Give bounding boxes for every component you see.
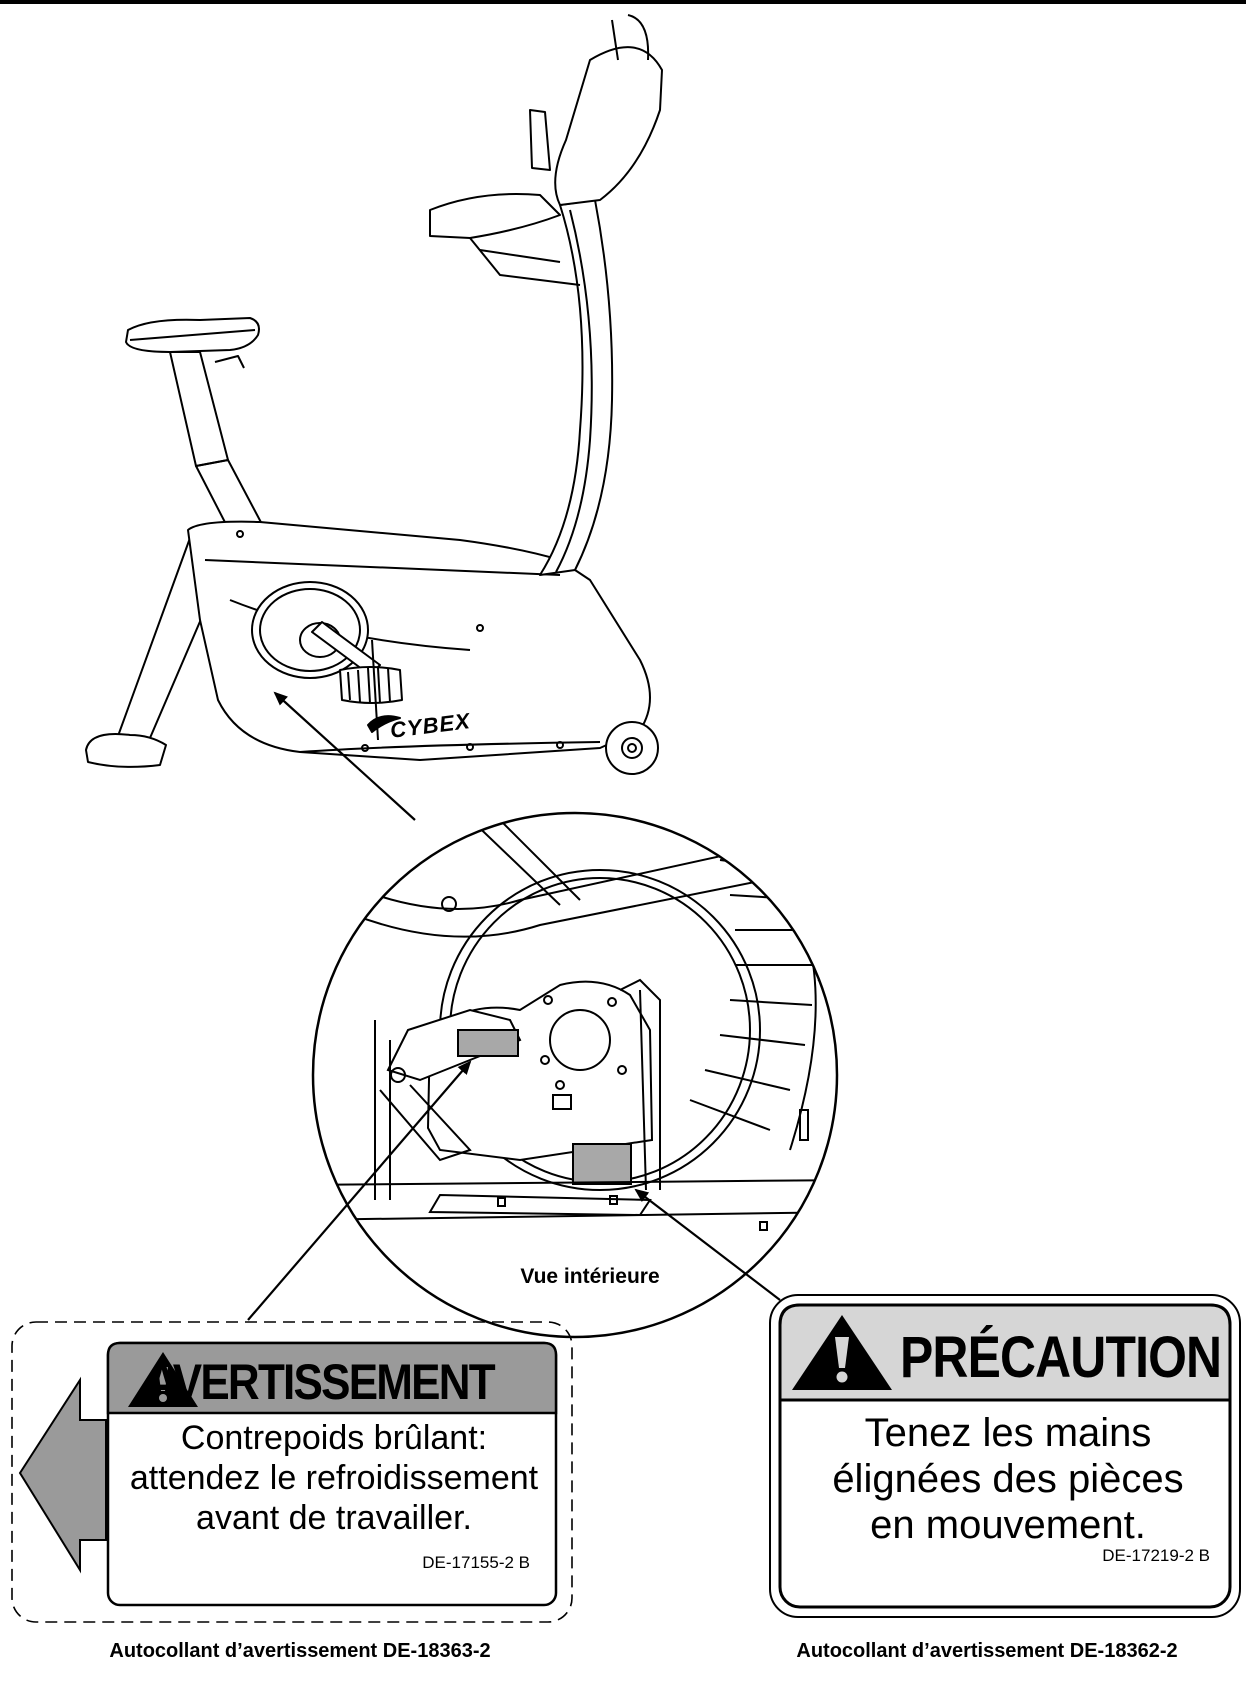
interior-view: [311, 811, 839, 1339]
caution-body-line: élignées des pièces: [832, 1457, 1184, 1501]
decal-location-caution: [572, 1143, 632, 1185]
leader-lines: [247, 691, 781, 1321]
warning-body-line: attendez le refroidissement: [129, 1459, 539, 1497]
warning-body-line: avant de travailler.: [196, 1499, 472, 1537]
caution-body-line: Tenez les mains: [864, 1411, 1152, 1455]
transport-wheel: [605, 721, 659, 775]
console: [554, 46, 663, 206]
warning-body: Contrepoids brûlant: attendez le refroid…: [110, 1418, 558, 1538]
warning-body-line: Contrepoids brûlant:: [180, 1419, 488, 1457]
caution-label-code: DE-17219-2 B: [1102, 1546, 1210, 1565]
warning-label-code: DE-17155-2 B: [422, 1553, 530, 1572]
pedal: [339, 666, 403, 704]
flywheel-cover: [251, 581, 369, 679]
caution-triangle-icon: [792, 1315, 892, 1390]
warning-decal-caption: Autocollant d’avertissement DE-18363-2: [109, 1640, 491, 1662]
top-rule: [0, 0, 1246, 4]
arrow-to-warning-decal: [247, 1060, 472, 1321]
warning-heading: AVERTISSEMENT: [146, 1354, 496, 1410]
handlebar: [429, 193, 561, 239]
arrow-to-bike: [273, 691, 416, 821]
caution-label-art: [769, 1294, 1241, 1618]
caution-decal-caption: Autocollant d’avertissement DE-18362-2: [796, 1640, 1178, 1662]
warning-label-art: [11, 1321, 573, 1623]
warning-triangle-icon: [128, 1352, 198, 1407]
caution-heading: PRÉCAUTION: [900, 1325, 1222, 1390]
front-column: [539, 199, 614, 576]
decal-location-warning: [457, 1029, 519, 1057]
caution-body: Tenez les mains élignées des pièces en m…: [788, 1410, 1228, 1548]
caution-body-line: en mouvement.: [870, 1503, 1146, 1547]
inner-view-caption: Vue intérieure: [520, 1265, 660, 1288]
seat-post: [169, 351, 229, 467]
crank-arm: [311, 621, 381, 676]
exercise-bike: [85, 14, 663, 775]
direction-arrow-left-icon: [18, 1376, 107, 1574]
arrow-to-caution-decal: [634, 1188, 781, 1301]
